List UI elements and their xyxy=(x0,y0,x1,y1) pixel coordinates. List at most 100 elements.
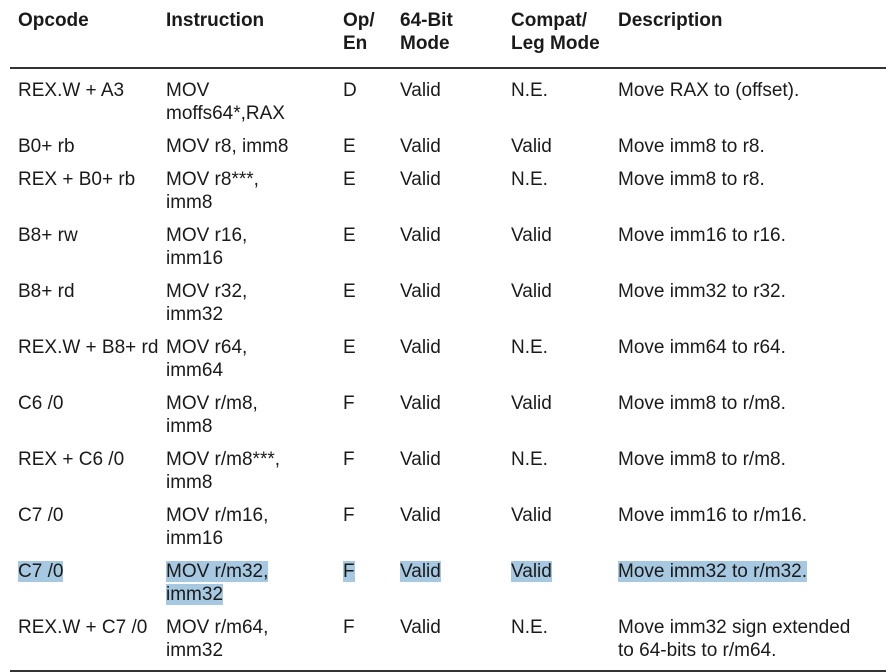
mov-opcode-table: Opcode Instruction Op/ En 64-Bit Mode Co… xyxy=(10,4,886,672)
cell-description: Move imm64 to r64. xyxy=(618,326,886,382)
cell-64bit-mode-text: Valid xyxy=(400,136,441,157)
cell-description-wrap: Move imm16 to r16. xyxy=(618,224,868,247)
cell-instruction-wrap: MOV r/m64, imm32 xyxy=(166,616,296,662)
cell-opcode: C7 /0 xyxy=(10,550,166,606)
cell-description: Move imm32 sign extended to 64-bits to r… xyxy=(618,606,886,672)
cell-instruction-text: MOV r/m8***, imm8 xyxy=(166,449,281,493)
cell-opcode: REX.W + B8+ rd xyxy=(10,326,166,382)
cell-compat-leg-mode: Valid xyxy=(511,550,618,606)
cell-compat-leg-mode: N.E. xyxy=(511,68,618,125)
cell-description-text: Move imm16 to r16. xyxy=(618,225,786,246)
cell-opcode: C6 /0 xyxy=(10,382,166,438)
cell-compat-leg-mode-text: N.E. xyxy=(511,169,548,190)
cell-description: Move imm16 to r/m16. xyxy=(618,494,886,550)
cell-instruction: MOV r8***, imm8 xyxy=(166,158,343,214)
cell-compat-leg-mode: N.E. xyxy=(511,606,618,672)
cell-description-wrap: Move imm8 to r8. xyxy=(618,135,868,158)
cell-opcode-text: REX + B0+ rb xyxy=(18,169,136,190)
cell-instruction-wrap: MOV r32, imm32 xyxy=(166,280,296,326)
cell-instruction: MOV r/m8***, imm8 xyxy=(166,438,343,494)
cell-op-en: F xyxy=(343,382,400,438)
cell-opcode-text: REX + C6 /0 xyxy=(18,449,125,470)
header-op-en: Op/ En xyxy=(343,4,400,69)
cell-op-en: E xyxy=(343,158,400,214)
cell-instruction-wrap: MOV r8***, imm8 xyxy=(166,168,296,214)
cell-instruction: MOV r8, imm8 xyxy=(166,125,343,158)
cell-instruction-text: MOV r8, imm8 xyxy=(166,136,289,157)
cell-64bit-mode: Valid xyxy=(400,550,511,606)
cell-instruction-text: MOV r16, imm16 xyxy=(166,225,248,269)
header-64bit-mode: 64-Bit Mode xyxy=(400,4,511,69)
table-header-row: Opcode Instruction Op/ En 64-Bit Mode Co… xyxy=(10,4,886,69)
cell-op-en: D xyxy=(343,68,400,125)
cell-instruction-wrap: MOV r/m32, imm32 xyxy=(166,560,296,606)
cell-op-en: E xyxy=(343,214,400,270)
cell-instruction-text: MOV r8***, imm8 xyxy=(166,169,259,213)
header-compat-leg-mode-text: Compat/ Leg Mode xyxy=(511,10,600,54)
header-64bit-mode-text: 64-Bit Mode xyxy=(400,10,453,54)
cell-op-en-text: F xyxy=(343,393,355,414)
cell-description-text: Move imm64 to r64. xyxy=(618,337,786,358)
cell-64bit-mode: Valid xyxy=(400,270,511,326)
header-op-en-text: Op/ En xyxy=(343,10,375,54)
cell-instruction-wrap: MOV r/m16, imm16 xyxy=(166,504,296,550)
cell-64bit-mode-text: Valid xyxy=(400,617,441,638)
cell-description: Move imm8 to r8. xyxy=(618,158,886,214)
cell-instruction: MOV r/m16, imm16 xyxy=(166,494,343,550)
cell-compat-leg-mode-text: N.E. xyxy=(511,337,548,358)
cell-64bit-mode: Valid xyxy=(400,606,511,672)
cell-op-en-text: F xyxy=(343,505,355,526)
cell-op-en-text: F xyxy=(343,617,355,638)
cell-description: Move imm8 to r/m8. xyxy=(618,382,886,438)
cell-opcode-text: B8+ rw xyxy=(18,225,78,246)
cell-64bit-mode: Valid xyxy=(400,125,511,158)
cell-description-text: Move imm8 to r8. xyxy=(618,136,765,157)
cell-description-wrap: Move RAX to (offset). xyxy=(618,79,868,102)
cell-64bit-mode-text: Valid xyxy=(400,225,441,246)
cell-compat-leg-mode-text: Valid xyxy=(511,393,552,414)
cell-op-en-text: F xyxy=(343,449,355,470)
cell-compat-leg-mode-text: Valid xyxy=(511,225,552,246)
cell-compat-leg-mode-text: Valid xyxy=(511,505,552,526)
cell-description-wrap: Move imm64 to r64. xyxy=(618,336,868,359)
cell-64bit-mode: Valid xyxy=(400,494,511,550)
cell-instruction: MOV r64, imm64 xyxy=(166,326,343,382)
cell-description-text: Move imm8 to r8. xyxy=(618,169,765,190)
cell-64bit-mode-text: Valid xyxy=(400,561,441,582)
cell-instruction-wrap: MOV r/m8***, imm8 xyxy=(166,448,296,494)
cell-opcode: REX.W + C7 /0 xyxy=(10,606,166,672)
cell-compat-leg-mode: Valid xyxy=(511,270,618,326)
cell-description-text: Move imm8 to r/m8. xyxy=(618,393,786,414)
cell-64bit-mode-text: Valid xyxy=(400,169,441,190)
cell-instruction-text: MOV r/m8, imm8 xyxy=(166,393,258,437)
header-instruction: Instruction xyxy=(166,4,343,69)
cell-opcode: B8+ rw xyxy=(10,214,166,270)
cell-64bit-mode-text: Valid xyxy=(400,281,441,302)
header-opcode: Opcode xyxy=(10,4,166,69)
cell-opcode-text: C6 /0 xyxy=(18,393,64,414)
cell-compat-leg-mode-text: Valid xyxy=(511,561,552,582)
cell-compat-leg-mode-text: N.E. xyxy=(511,449,548,470)
cell-description-wrap: Move imm8 to r8. xyxy=(618,168,868,191)
cell-instruction-text: MOV r/m32, imm32 xyxy=(166,561,269,605)
cell-64bit-mode: Valid xyxy=(400,214,511,270)
cell-instruction-wrap: MOV r/m8, imm8 xyxy=(166,392,296,438)
cell-compat-leg-mode-text: Valid xyxy=(511,281,552,302)
cell-description-wrap: Move imm32 to r/m32. xyxy=(618,560,868,583)
cell-description: Move imm8 to r/m8. xyxy=(618,438,886,494)
cell-opcode: REX + C6 /0 xyxy=(10,438,166,494)
cell-compat-leg-mode: N.E. xyxy=(511,438,618,494)
cell-64bit-mode: Valid xyxy=(400,326,511,382)
cell-compat-leg-mode: Valid xyxy=(511,382,618,438)
cell-description-text: Move imm8 to r/m8. xyxy=(618,449,786,470)
cell-instruction-text: MOV r/m64, imm32 xyxy=(166,617,269,661)
cell-op-en: F xyxy=(343,438,400,494)
